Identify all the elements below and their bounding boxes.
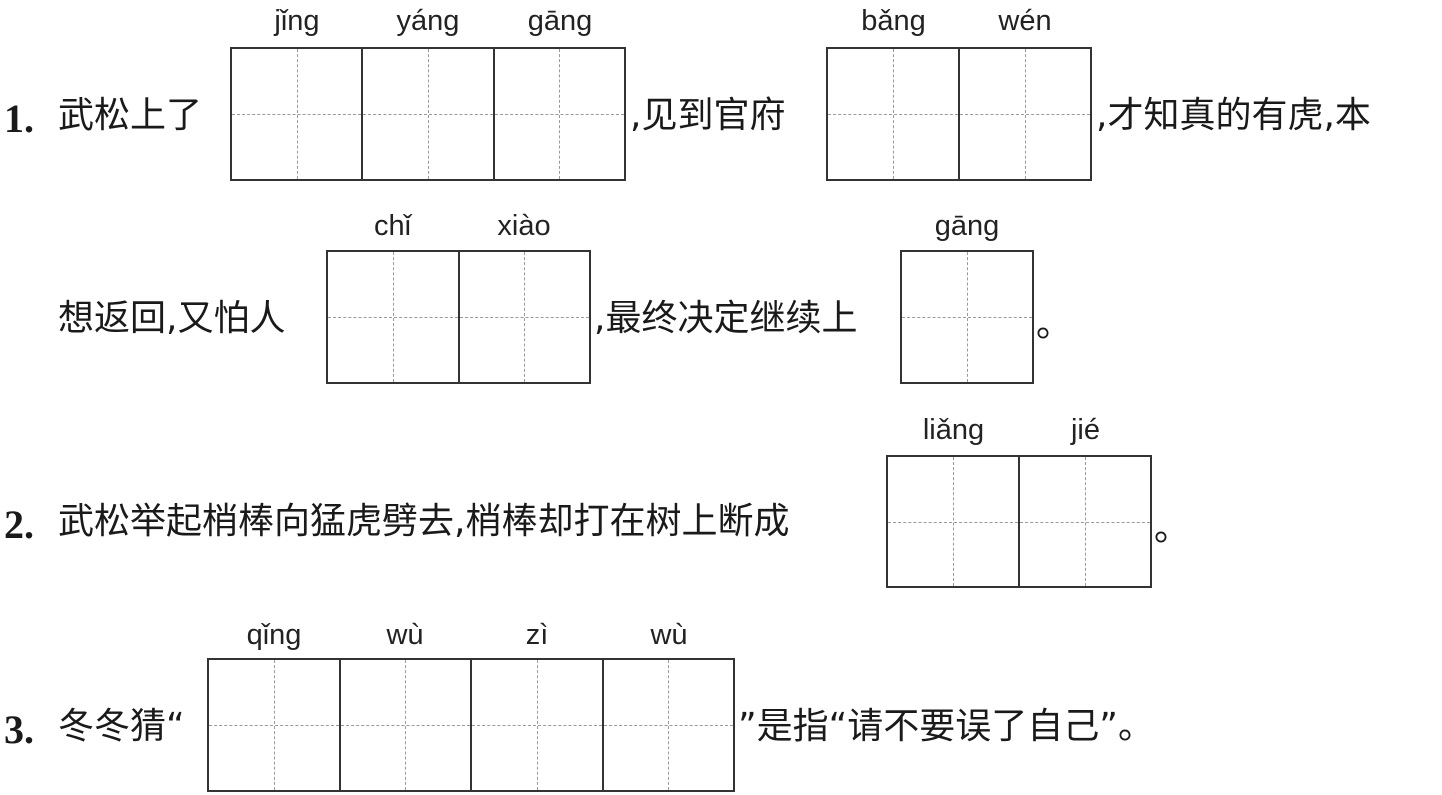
pinyin-wu-2: wù xyxy=(650,619,688,651)
answer-cell[interactable] xyxy=(492,49,625,179)
answer-cell[interactable] xyxy=(888,457,1018,586)
answer-cell[interactable] xyxy=(902,252,1032,382)
question-3-text-segment-2: ”是指“请不要误了自己”。 xyxy=(738,706,1154,747)
answer-cell[interactable] xyxy=(1018,457,1150,586)
answer-cell[interactable] xyxy=(470,660,602,790)
pinyin-gang-2: gāng xyxy=(934,210,1000,242)
answer-grid-liangjie[interactable] xyxy=(886,455,1152,588)
answer-cell[interactable] xyxy=(232,49,362,179)
pinyin-xiao: xiào xyxy=(497,210,551,242)
pinyin-jie: jié xyxy=(1070,414,1100,446)
answer-cell[interactable] xyxy=(457,252,590,382)
answer-cell[interactable] xyxy=(958,49,1090,179)
pinyin-gang: gāng xyxy=(527,5,593,37)
question-1-number: 1. xyxy=(4,96,34,141)
answer-grid-bangwen[interactable] xyxy=(826,47,1092,181)
answer-grid-gang[interactable] xyxy=(900,250,1034,384)
pinyin-chi: chǐ xyxy=(373,210,412,242)
pinyin-wu: wù xyxy=(386,619,424,651)
answer-grid-chixiao[interactable] xyxy=(326,250,591,384)
question-2-period: 。 xyxy=(1154,508,1191,549)
pinyin-zi: zì xyxy=(525,619,549,651)
question-3-text-segment-1: 冬冬猜“ xyxy=(58,706,185,747)
answer-cell[interactable] xyxy=(209,660,339,790)
pinyin-jing: jǐng xyxy=(274,5,320,37)
question-3-number: 3. xyxy=(4,707,34,752)
answer-grid-qingwuziwu[interactable] xyxy=(207,658,735,792)
question-1-text-segment-4: 想返回,又怕人 xyxy=(58,298,286,339)
answer-cell[interactable] xyxy=(338,660,471,790)
question-1-text-segment-1: 武松上了 xyxy=(58,95,203,136)
question-2-text-segment-1: 武松举起梢棒向猛虎劈去,梢棒却打在树上断成 xyxy=(58,501,790,542)
answer-cell[interactable] xyxy=(601,660,734,790)
pinyin-bang: bǎng xyxy=(861,5,926,37)
pinyin-yang: yáng xyxy=(396,5,460,37)
pinyin-qing: qǐng xyxy=(246,619,302,651)
pinyin-liang: liǎng xyxy=(922,414,985,446)
pinyin-wen: wén xyxy=(998,5,1052,37)
question-1-text-segment-2: ,见到官府 xyxy=(630,95,786,136)
question-2-number: 2. xyxy=(4,502,34,547)
question-1-text-segment-3: ,才知真的有虎,本 xyxy=(1096,95,1371,136)
answer-cell[interactable] xyxy=(828,49,958,179)
question-1-period: 。 xyxy=(1036,304,1073,345)
answer-cell[interactable] xyxy=(361,49,493,179)
answer-grid-jingyanggang[interactable] xyxy=(230,47,626,181)
answer-cell[interactable] xyxy=(328,252,458,382)
question-1-text-segment-5: ,最终决定继续上 xyxy=(594,298,858,339)
